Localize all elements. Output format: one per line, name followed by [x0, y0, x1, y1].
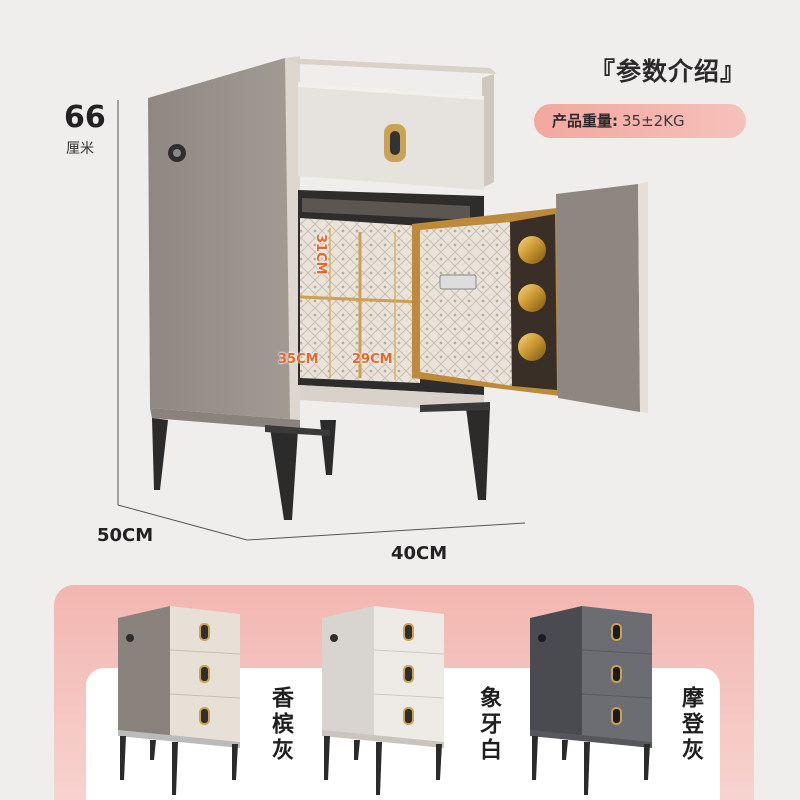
height-unit: 厘米 [66, 141, 94, 157]
weight-badge: 产品重量:35±2KG [534, 104, 746, 138]
page-title: 『参数介绍』 [590, 57, 747, 86]
width-label: 40CM [391, 543, 448, 564]
variant-label-ivory-white: 象牙白 [476, 686, 501, 764]
weight-label: 产品重量: [552, 112, 618, 130]
variant-label-champagne-gray: 香槟灰 [268, 686, 293, 764]
inner-height-label: 31CM [313, 234, 328, 275]
safe-bolt-knobs [518, 236, 546, 361]
product-illustration [117, 56, 648, 541]
variant-illustrations [118, 606, 653, 795]
cabinet-side-panel [148, 58, 300, 420]
variant-cabinet-ivory-white[interactable] [322, 606, 445, 795]
variant-label-modern-gray: 摩登灰 [678, 686, 703, 764]
variant-cabinet-modern-gray[interactable] [530, 606, 653, 795]
inner-width-label: 35CM [278, 352, 319, 367]
weight-value: 35±2KG [622, 112, 685, 130]
dimension-lines [117, 100, 526, 541]
variant-cabinet-champagne-gray[interactable] [118, 606, 241, 795]
depth-label: 50CM [97, 525, 154, 546]
cabinet-door [556, 184, 640, 412]
cabinet-legs [152, 402, 490, 520]
height-value: 66 [64, 100, 106, 135]
inner-depth-label: 29CM [352, 352, 393, 367]
